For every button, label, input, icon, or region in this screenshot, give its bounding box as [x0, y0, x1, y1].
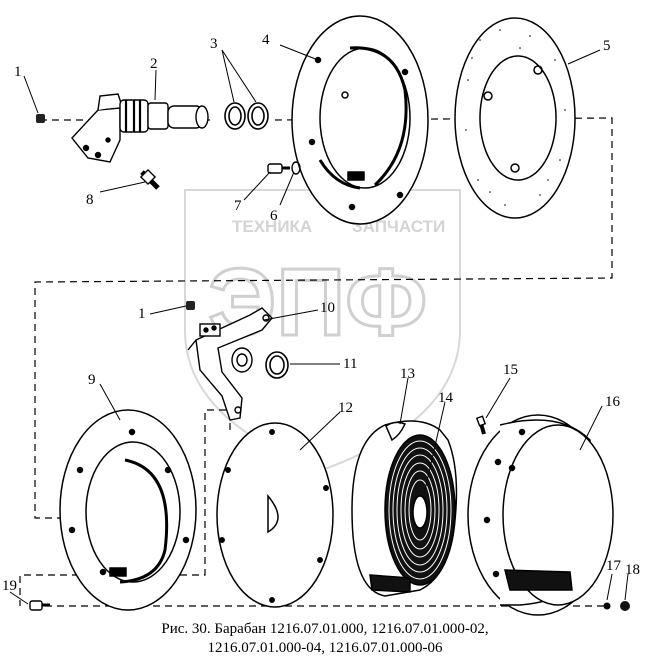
figure-caption-line-1: Рис. 30. Барабан 1216.07.01.000, 1216.07…: [161, 621, 489, 637]
label-14: 14: [438, 390, 454, 406]
part-disc-12: [216, 422, 334, 608]
figure-caption-line-2: 1216.07.01.000-04, 1216.07.01.000-06: [207, 640, 443, 656]
label-8: 8: [86, 192, 94, 208]
part-washer-17: [603, 602, 611, 610]
part-ring-11: [265, 351, 289, 379]
label-11: 11: [343, 356, 357, 372]
part-bolt-8: [139, 168, 160, 190]
part-flange-9: [59, 409, 197, 611]
label-12: 12: [338, 400, 353, 416]
label-10: 10: [320, 300, 335, 316]
part-bracket-10: [187, 307, 273, 421]
part-nut-1-mid: [186, 301, 195, 310]
label-7: 7: [234, 198, 242, 214]
label-13: 13: [400, 366, 415, 382]
label-17: 17: [606, 558, 622, 574]
label-5: 5: [603, 38, 611, 54]
part-nut-1-top: [36, 114, 45, 123]
label-9: 9: [88, 372, 96, 388]
part-screw-15: [475, 415, 487, 435]
watermark: ТЕХНИКА ЗАПЧАСТИ ЭПФ: [184, 189, 461, 472]
label-16: 16: [605, 394, 621, 410]
leader-lines: [9, 44, 629, 605]
part-nut-18: [620, 601, 630, 611]
part-shaft: [71, 93, 209, 163]
part-washer-6: [291, 161, 301, 175]
label-18: 18: [625, 562, 640, 578]
label-19: 19: [2, 578, 17, 594]
label-15: 15: [503, 362, 518, 378]
part-bolt-19: [29, 600, 50, 611]
part-spring-end-13: [385, 421, 407, 442]
watermark-text-1: ТЕХНИКА: [232, 217, 312, 236]
label-1-top: 1: [14, 64, 22, 80]
label-4: 4: [262, 32, 270, 48]
label-2: 2: [150, 56, 158, 72]
watermark-logo: ЭПФ: [208, 249, 427, 356]
part-screw-7: [267, 163, 290, 174]
part-rings-3: [224, 102, 269, 130]
label-3: 3: [210, 36, 218, 52]
label-1-mid: 1: [138, 306, 146, 322]
label-6: 6: [270, 208, 278, 224]
part-spring-coil-14: [351, 420, 458, 597]
part-flange-4: [291, 15, 429, 225]
callout-labels: 1 2 3 4 5 6 7 8 1 10 11 9 12 13 14 15 16…: [2, 32, 640, 594]
part-disc-5: [454, 17, 576, 219]
part-housing-16: [467, 414, 614, 616]
